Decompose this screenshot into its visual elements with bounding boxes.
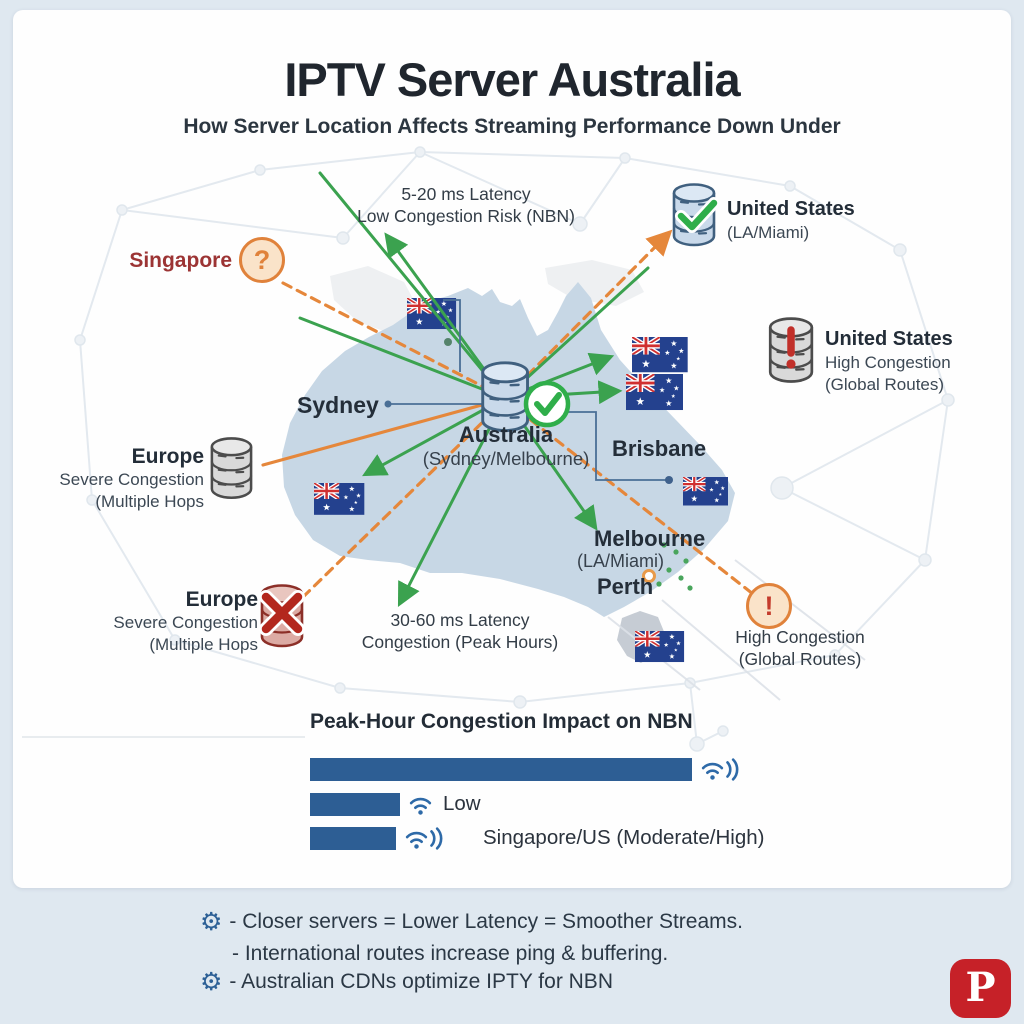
server-label: Australia (Sydney/Melbourne) <box>418 422 594 470</box>
latency-good-line1: 5-20 ms Latency <box>401 184 531 204</box>
melbourne-sublabel: (LA/Miami) <box>577 551 665 571</box>
europe-upper-label: Europe Severe Congestion (Multiple Hops <box>28 444 204 513</box>
us-bad-line2: High Congestion <box>825 353 951 372</box>
europe-lower-label: Europe Severe Congestion (Multiple Hops <box>92 587 258 656</box>
page-title: IPTV Server Australia <box>284 53 740 106</box>
us-good-subtitle: (LA/Miami) <box>727 223 810 242</box>
latency-bad-line1: 30-60 ms Latency <box>390 610 530 630</box>
footer-text: - Australian CDNs optimize IPTY for NBN <box>229 970 613 993</box>
europe-lower-title: Europe <box>185 588 258 611</box>
chart-bar-row-australia <box>310 757 750 781</box>
question-glyph: ? <box>253 244 271 275</box>
chart-bar-row-low: Low <box>310 792 481 816</box>
latency-bad-annotation: 30-60 ms Latency Congestion (Peak Hours) <box>338 609 582 653</box>
europe-upper-title: Europe <box>131 445 204 468</box>
europe-lower-line3: (Multiple Hops <box>149 635 258 654</box>
bar-label: Low <box>443 792 481 815</box>
bar-singapore-us <box>310 826 396 850</box>
europe-lower-line2: Severe Congestion <box>113 613 258 632</box>
wifi-icon <box>409 797 432 815</box>
city-label-perth: Perth <box>597 574 654 599</box>
wifi-signal-icon <box>405 827 443 850</box>
europe-upper-line3: (Multiple Hops <box>95 492 204 511</box>
footer-text: - International routes increase ping & b… <box>232 942 669 965</box>
page-subtitle: How Server Location Affects Streaming Pe… <box>183 115 841 138</box>
chart-bar-row-singapore-us: Singapore/US (Moderate/High) <box>310 826 764 850</box>
us-bad-label: United States High Congestion (Global Ro… <box>825 327 953 396</box>
us-good-label: United States (LA/Miami) <box>727 197 855 244</box>
city-label-melbourne: Melbourne <box>594 526 706 551</box>
server-title: Australia <box>458 422 554 447</box>
alert-badge-icon: ! <box>746 583 792 629</box>
wifi-signal-icon <box>701 758 739 781</box>
city-label-brisbane: Brisbane <box>612 436 707 461</box>
alert-glyph: ! <box>764 590 774 621</box>
latency-good-annotation: 5-20 ms Latency Low Congestion Risk (NBN… <box>330 183 602 227</box>
footer-bullet-3: ⚙ - Australian CDNs optimize IPTY for NB… <box>200 968 613 996</box>
latency-good-line2: Low Congestion Risk (NBN) <box>357 206 575 226</box>
bar-label: Singapore/US (Moderate/High) <box>483 826 765 849</box>
bar-low <box>310 792 400 816</box>
chart-title: Peak-Hour Congestion Impact on NBN <box>310 710 693 733</box>
city-label-sydney: Sydney <box>297 392 379 418</box>
europe-upper-line2: Severe Congestion <box>59 470 204 489</box>
latency-bad-line2: Congestion (Peak Hours) <box>361 632 559 652</box>
server-subtitle: (Sydney/Melbourne) <box>422 448 590 469</box>
footer-bullet-1: ⚙ - Closer servers = Lower Latency = Smo… <box>200 908 743 936</box>
us-good-title: United States <box>727 198 855 220</box>
us-bad-title: United States <box>825 328 953 350</box>
pinterest-p-glyph: P <box>965 964 996 1011</box>
high-congestion-line1: High Congestion <box>735 627 865 647</box>
bar-australia <box>310 757 692 781</box>
high-congestion-line2: (Global Routes) <box>738 649 862 669</box>
gear-icon: ⚙ <box>200 968 223 996</box>
pinterest-logo: P <box>950 959 1011 1018</box>
us-bad-line3: (Global Routes) <box>825 375 945 394</box>
singapore-label: Singapore <box>129 249 232 272</box>
question-badge-icon: ? <box>239 237 285 283</box>
gear-icon: ⚙ <box>200 908 223 936</box>
high-congestion-label: High Congestion (Global Routes) <box>695 626 905 670</box>
footer-bullet-2: - International routes increase ping & b… <box>200 942 668 966</box>
footer-text: - Closer servers = Lower Latency = Smoot… <box>229 910 743 933</box>
